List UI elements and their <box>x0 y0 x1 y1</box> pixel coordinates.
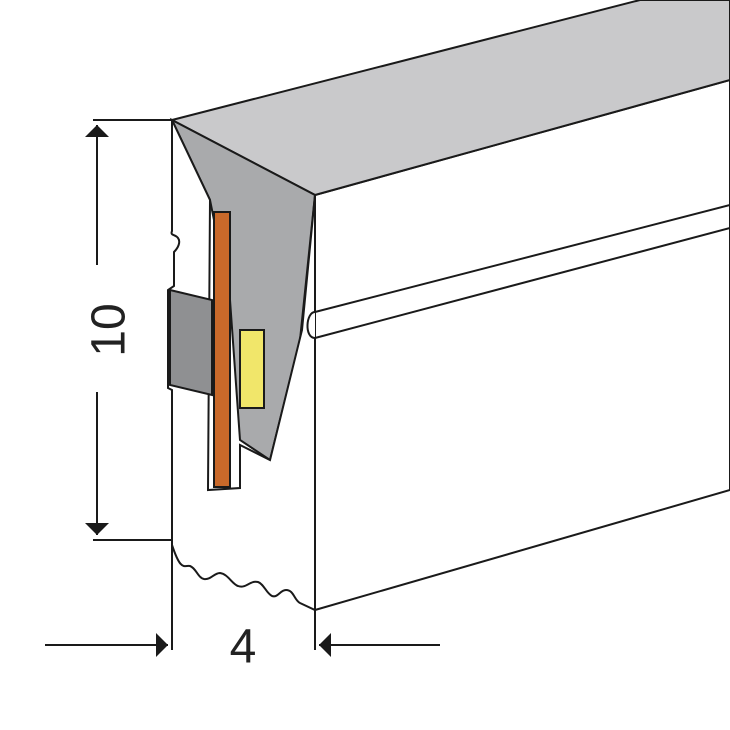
clip-band <box>169 288 213 397</box>
width-dimension-label: 4 <box>230 621 257 674</box>
led-chip <box>239 329 265 409</box>
pcb-strip <box>213 211 231 488</box>
rib-end-cap <box>306 311 316 339</box>
rib-line-top <box>314 204 730 313</box>
height-dimension-label: 10 <box>83 303 136 356</box>
end-profile <box>167 119 316 612</box>
rib-line-bottom <box>314 227 730 339</box>
